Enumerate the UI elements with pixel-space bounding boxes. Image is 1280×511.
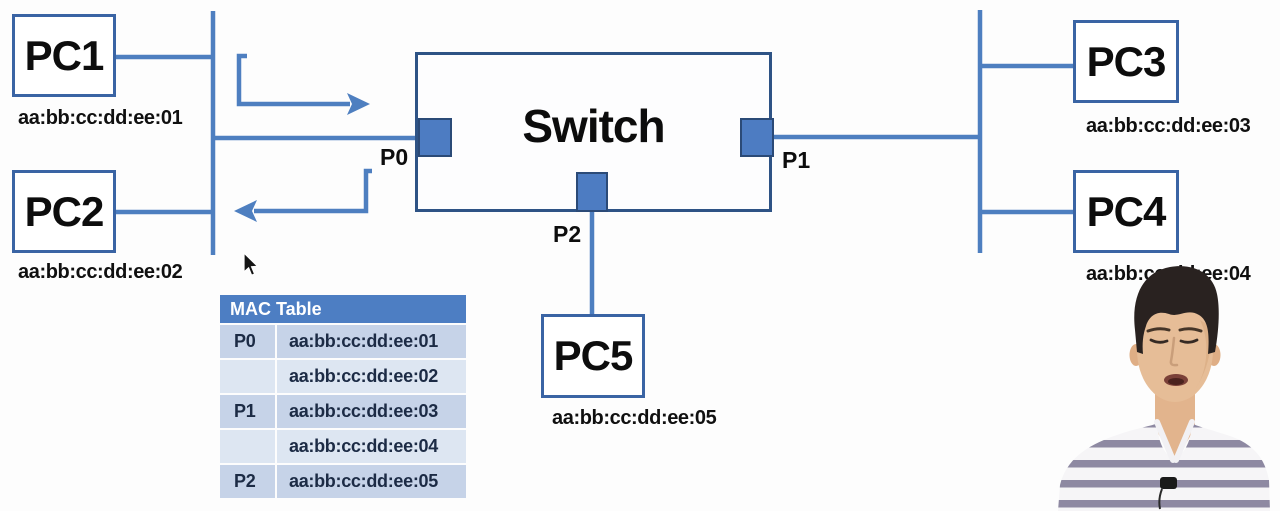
mac-table-mac-cell: aa:bb:cc:dd:ee:02	[277, 360, 466, 393]
pc2-mac-label: aa:bb:cc:dd:ee:02	[18, 261, 183, 283]
mac-table-mac-cell: aa:bb:cc:dd:ee:05	[277, 465, 466, 498]
frame-return-arrow-line	[254, 168, 372, 214]
pc5-label: PC5	[553, 332, 634, 379]
forward-arrowhead	[347, 93, 370, 115]
presenter-shirt	[1058, 423, 1270, 511]
presenter-webcam	[1058, 266, 1270, 511]
port-p1-label: P1	[782, 147, 811, 173]
switch-label: Switch	[522, 100, 665, 152]
mac-table-mac-cell: aa:bb:cc:dd:ee:04	[277, 430, 466, 463]
presenter-collar	[1154, 419, 1195, 463]
presenter-mouth-inner	[1168, 378, 1184, 385]
mac-table-port-cell: P0	[220, 325, 275, 358]
port-p2-label: P2	[553, 221, 582, 247]
mac-table-port-cell: P2	[220, 465, 275, 498]
mouse-cursor-icon	[243, 252, 259, 276]
port-p1-square	[740, 118, 774, 157]
lavalier-mic-icon	[1160, 477, 1177, 489]
pc4-label: PC4	[1086, 187, 1167, 235]
mac-table-port-cell	[220, 360, 275, 393]
presenter-hair	[1134, 266, 1219, 354]
pc2-box: PC2	[12, 170, 116, 253]
pc5-box: PC5	[541, 314, 645, 398]
mac-table-mac-cell: aa:bb:cc:dd:ee:03	[277, 395, 466, 428]
pc1-box: PC1	[12, 14, 116, 97]
pc1-mac-label: aa:bb:cc:dd:ee:01	[18, 107, 183, 129]
pc3-label: PC3	[1086, 37, 1167, 85]
mac-table-port-cell	[220, 430, 275, 463]
presenter-eyebrows	[1146, 327, 1203, 333]
port-p0-label: P0	[380, 144, 409, 170]
frame-forward-arrow-line	[236, 53, 350, 107]
port-p0-square	[418, 118, 452, 157]
return-arrowhead	[234, 200, 257, 222]
pc3-box: PC3	[1073, 20, 1179, 103]
mac-table-port-cell: P1	[220, 395, 275, 428]
mac-table-title: MAC Table	[220, 295, 466, 323]
mac-table-mac-cell: aa:bb:cc:dd:ee:01	[277, 325, 466, 358]
presenter-nose	[1169, 336, 1179, 367]
mic-wire	[1158, 488, 1163, 510]
presenter-face	[1137, 298, 1213, 402]
pc1-label: PC1	[24, 31, 105, 79]
pc4-box: PC4	[1073, 170, 1179, 253]
pc5-mac-label: aa:bb:cc:dd:ee:05	[552, 407, 717, 429]
pc3-mac-label: aa:bb:cc:dd:ee:03	[1086, 115, 1251, 137]
port-p2-square	[576, 172, 608, 212]
presenter-eyes	[1149, 338, 1199, 344]
mac-table: MAC Table P0 aa:bb:cc:dd:ee:01 aa:bb:cc:…	[220, 295, 466, 498]
pc2-label: PC2	[24, 187, 105, 235]
presenter-face-shadow	[1196, 320, 1211, 388]
